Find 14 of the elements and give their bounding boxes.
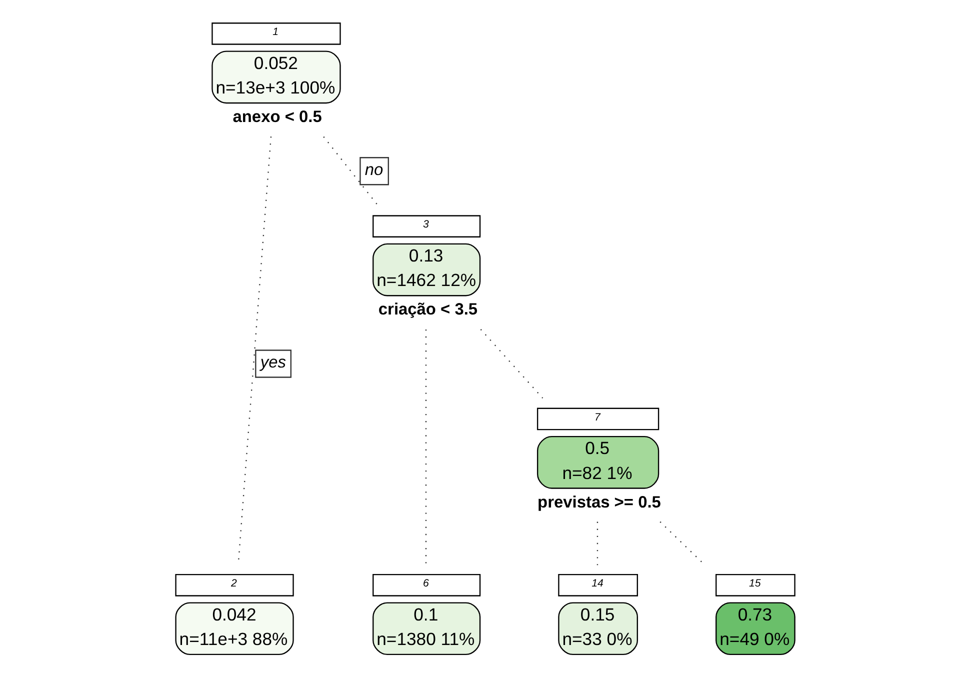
node-label: 15 [748,578,760,590]
node-label: previstas >= 0.5 [537,493,660,512]
edge-label: yes [260,354,286,372]
edge-label: no [364,160,383,179]
node-label: 7 [594,411,600,424]
node-label: 3 [422,218,428,231]
node-label: 14 [591,578,603,590]
connector [322,136,378,206]
node-label: criação < 3.5 [378,300,478,319]
node-label: 6 [422,578,428,590]
node-label: 1 [272,26,278,38]
node-label: anexo < 0.5 [232,108,322,126]
connector [480,328,543,398]
node-label: 2 [230,578,236,590]
